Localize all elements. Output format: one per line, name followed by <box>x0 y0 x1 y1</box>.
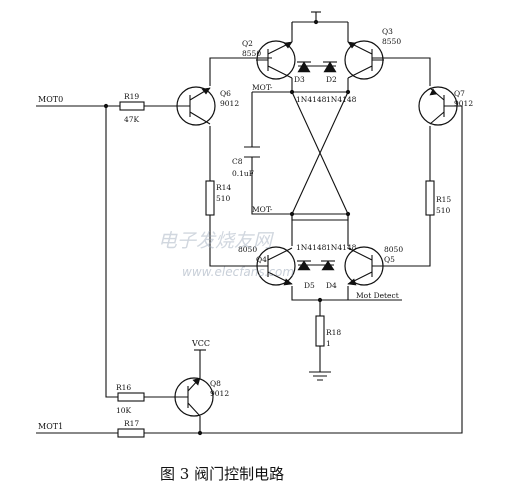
d3-ref: D3 <box>294 75 305 84</box>
transistor-q4: 8050 Q4 <box>238 245 296 286</box>
watermark-url: www.elecfans.com <box>182 265 294 279</box>
c8-value: 0.1uF <box>232 169 254 178</box>
net-mot-minus-mid: MOT- <box>252 205 273 214</box>
r18-value: 1 <box>326 339 331 348</box>
q6-ref: Q6 <box>220 89 231 98</box>
q8-part: 9012 <box>210 389 229 398</box>
resistor-r16: R16 10K <box>116 383 145 415</box>
resistor-r18: R18 1 <box>315 315 341 348</box>
resistor-r17: R17 <box>117 419 145 438</box>
r16-value: 10K <box>116 406 132 415</box>
q7-ref: Q7 <box>454 89 465 98</box>
r16-ref: R16 <box>116 383 131 392</box>
net-mot1: MOT1 <box>38 422 63 431</box>
d4-ref: D4 <box>326 281 337 290</box>
transistor-q8: Q8 9012 <box>174 377 229 417</box>
transistor-q5: 8050 Q5 <box>344 245 403 286</box>
vcc-symbol: VCC <box>191 339 210 351</box>
capacitor-c8: C8 0.1uF <box>232 146 260 178</box>
c8-ref: C8 <box>232 157 243 166</box>
q2-part: 8550 <box>242 49 261 58</box>
q5-part: 8050 <box>384 245 403 254</box>
d7-part: 1N4148 <box>326 243 357 252</box>
r15-value: 510 <box>436 206 451 215</box>
d2-ref: D2 <box>326 75 337 84</box>
r19-ref: R19 <box>124 92 139 101</box>
q7-part: 9012 <box>454 99 473 108</box>
q6-part: 9012 <box>220 99 239 108</box>
resistor-r14: R14 510 <box>205 180 231 216</box>
net-mot-minus-top: MOT- <box>252 83 273 92</box>
q5-ref: Q5 <box>384 255 395 264</box>
wires <box>36 12 463 434</box>
resistor-r15: R15 510 <box>425 180 451 216</box>
q8-ref: Q8 <box>210 379 221 388</box>
d5-ref: D5 <box>304 281 315 290</box>
transistor-q2: Q2 8550 <box>242 39 296 80</box>
transistor-q6: Q6 9012 <box>176 86 239 126</box>
r14-ref: R14 <box>216 183 231 192</box>
diode-d3: D3 <box>294 61 311 84</box>
d3-part: 1N4148 <box>296 95 327 104</box>
r14-value: 510 <box>216 194 231 203</box>
watermark-cn: 电子发烧友网 <box>158 230 275 252</box>
r18-ref: R18 <box>326 328 341 337</box>
transistor-q3: Q3 8550 <box>344 27 401 80</box>
net-mot-detect: Mot Detect <box>356 291 399 300</box>
r15-ref: R15 <box>436 195 451 204</box>
r19-value: 47K <box>124 115 140 124</box>
q3-part: 8550 <box>382 37 401 46</box>
transistor-q7: Q7 9012 <box>418 86 473 126</box>
d2-part: 1N4148 <box>326 95 357 104</box>
r17-ref: R17 <box>124 419 139 428</box>
junction-dots <box>103 19 351 436</box>
q4-part: 8050 <box>238 245 257 254</box>
figure-caption: 图 3 阀门控制电路 <box>160 465 284 483</box>
q3-ref: Q3 <box>382 27 393 36</box>
resistor-r19: R19 47K <box>119 92 145 124</box>
q2-ref: Q2 <box>242 39 253 48</box>
ground-symbol <box>309 371 331 381</box>
d6-part: 1N4148 <box>296 243 327 252</box>
net-mot0: MOT0 <box>38 95 63 104</box>
diode-d2: D2 <box>323 61 337 84</box>
q4-ref: Q4 <box>256 255 267 264</box>
vcc-label: VCC <box>191 339 210 348</box>
